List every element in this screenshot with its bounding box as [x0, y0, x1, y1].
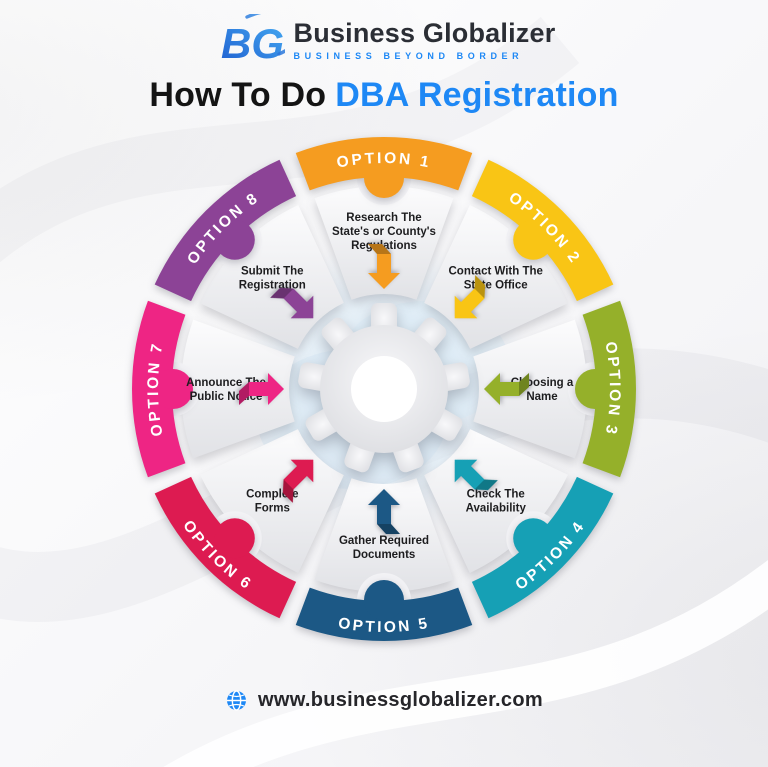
option-1-arrow-icon	[368, 244, 400, 289]
bg-logo-icon: BG	[221, 14, 285, 66]
option-3-label: OPTION 3	[601, 340, 623, 437]
option-5-arrow-icon	[368, 489, 400, 534]
brand-header: BG Business Globalizer BUSINESS BEYOND B…	[213, 14, 556, 66]
option-3-arrow-icon	[484, 373, 529, 405]
website-url: www.businessglobalizer.com	[258, 689, 543, 711]
option-1-band: OPTION 1	[295, 137, 473, 198]
option-5-band-tab	[364, 580, 404, 620]
option-6-band-tab	[214, 518, 255, 559]
title-highlight: DBA Registration	[335, 76, 619, 114]
option-2-arrow-icon	[454, 275, 486, 319]
gear-icon	[298, 303, 470, 473]
option-3-band-tab	[575, 369, 615, 409]
gear-hub-hole	[351, 356, 417, 422]
brand-tagline: BUSINESS BEYOND BORDER	[293, 50, 524, 61]
option-7-band: OPTION 7	[132, 300, 193, 478]
option-4-arrow-icon	[454, 459, 498, 491]
infographic: BG Business Globalizer BUSINESS BEYOND B…	[132, 14, 636, 712]
option-8-band-tab	[214, 219, 255, 260]
option-3-band: OPTION 3	[575, 300, 636, 478]
option-7-arrow-icon	[239, 373, 284, 405]
footer: www.businessglobalizer.com	[225, 689, 543, 712]
option-8-band: OPTION 8	[154, 159, 297, 302]
option-1-wedge	[314, 185, 454, 300]
option-6-arrow-icon	[282, 459, 314, 503]
title-prefix: How To Do	[149, 76, 327, 114]
option-8-arrow-icon	[270, 287, 314, 319]
option-4-band-tab	[513, 518, 554, 559]
option-7-wedge	[180, 319, 295, 459]
brand-name: Business Globalizer	[293, 18, 556, 49]
option-5-band: OPTION 5	[295, 580, 473, 641]
option-7-band-tab	[153, 369, 193, 409]
globe-icon	[227, 690, 247, 711]
logo-monogram: BG	[221, 20, 284, 66]
option-2-band-tab	[513, 219, 554, 260]
option-3-wedge	[473, 319, 588, 459]
option-1-label: OPTION 1	[335, 150, 432, 172]
option-1-band-tab	[364, 158, 404, 198]
